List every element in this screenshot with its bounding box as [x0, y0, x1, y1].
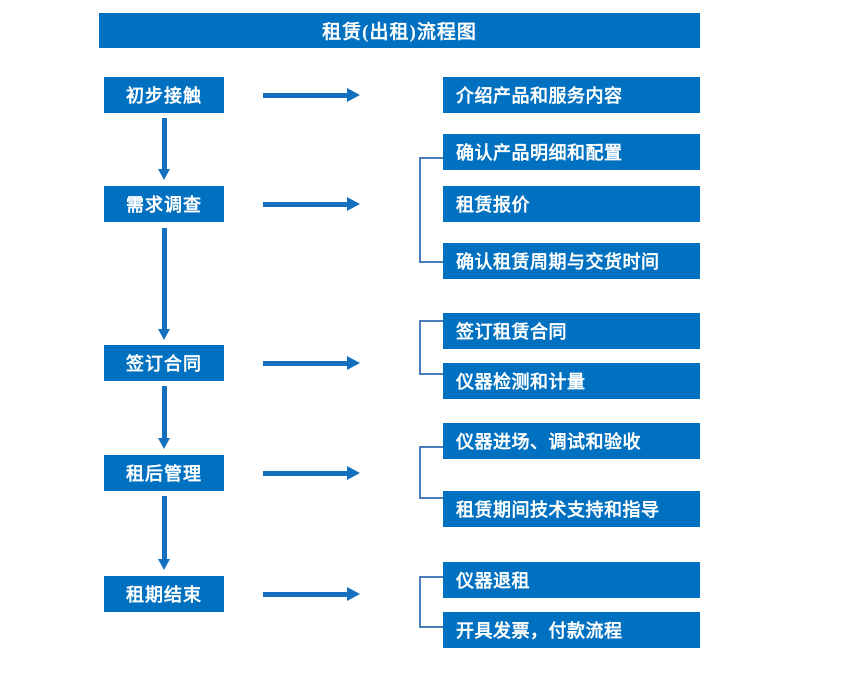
stage-node-5[interactable]: 租期结束 — [104, 576, 224, 612]
flow-arrow-right-1 — [263, 88, 360, 102]
detail-node-6[interactable]: 仪器检测和计量 — [443, 363, 700, 399]
flow-arrow-right-2 — [263, 197, 360, 211]
stage-node-4[interactable]: 租后管理 — [104, 455, 224, 491]
group-bracket-contract — [419, 320, 443, 375]
detail-node-9[interactable]: 仪器退租 — [443, 562, 700, 598]
flow-arrow-down-2 — [158, 228, 171, 340]
detail-node-2[interactable]: 确认产品明细和配置 — [443, 134, 700, 170]
group-bracket-needs — [419, 157, 443, 263]
detail-node-7[interactable]: 仪器进场、调试和验收 — [443, 423, 700, 459]
flow-arrow-down-1 — [158, 118, 171, 180]
group-bracket-management — [419, 446, 443, 499]
detail-node-5[interactable]: 签订租赁合同 — [443, 313, 700, 349]
detail-node-10[interactable]: 开具发票，付款流程 — [443, 612, 700, 648]
stage-node-3[interactable]: 签订合同 — [104, 345, 224, 381]
detail-node-3[interactable]: 租赁报价 — [443, 186, 700, 222]
stage-node-2[interactable]: 需求调查 — [104, 186, 224, 222]
group-bracket-end — [419, 576, 443, 628]
flow-arrow-right-4 — [263, 466, 360, 480]
stage-node-1[interactable]: 初步接触 — [104, 77, 224, 113]
flow-arrow-right-5 — [263, 587, 360, 601]
detail-node-8[interactable]: 租赁期间技术支持和指导 — [443, 491, 700, 527]
flow-arrow-right-3 — [263, 356, 360, 370]
flow-arrow-down-3 — [158, 386, 171, 449]
flow-arrow-down-4 — [158, 496, 171, 570]
page-title: 租赁(出租)流程图 — [99, 13, 700, 48]
detail-node-1[interactable]: 介绍产品和服务内容 — [443, 77, 700, 113]
detail-node-4[interactable]: 确认租赁周期与交货时间 — [443, 243, 700, 279]
